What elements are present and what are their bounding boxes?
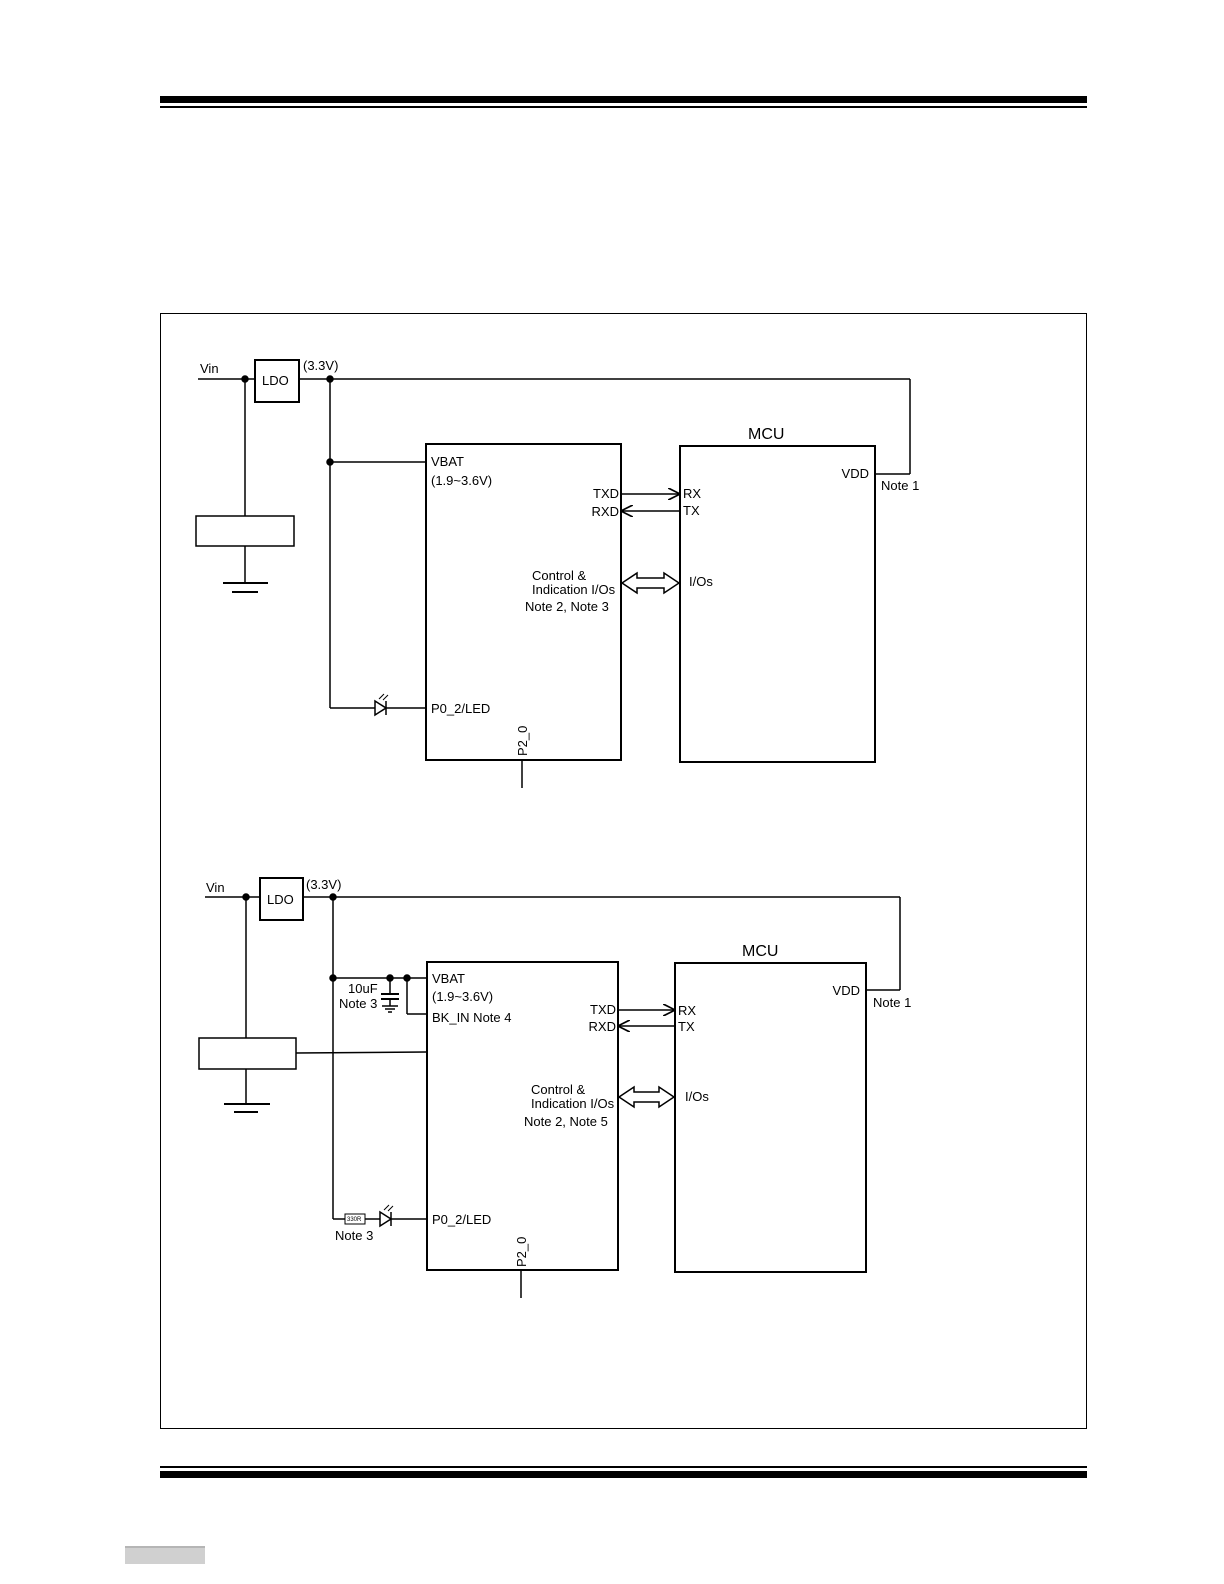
note1-label: Note 1	[881, 478, 919, 493]
vin-label: Vin	[200, 361, 219, 376]
mcu-label: MCU	[742, 943, 778, 960]
resistor-value-label: 330R	[347, 1217, 362, 1223]
txd-label: TXD	[593, 486, 619, 501]
txd-label: TXD	[590, 1002, 616, 1017]
led-ray	[384, 1205, 389, 1210]
ldo-label: LDO	[262, 373, 289, 388]
control-label: Control &	[531, 1082, 586, 1097]
power-source-block	[199, 1038, 296, 1069]
module-power-wire	[296, 1052, 426, 1053]
vdd-label: VDD	[842, 466, 869, 481]
ios-label: I/Os	[689, 574, 713, 589]
led-triangle	[380, 1212, 391, 1226]
vbat-label: VBAT	[431, 454, 464, 469]
p2-0-label: P2_0	[515, 726, 530, 756]
led-ray	[379, 694, 384, 699]
ios-label: I/Os	[685, 1089, 709, 1104]
capacitor-value-label: 10uF	[348, 981, 378, 996]
led-ray	[388, 1206, 393, 1211]
diagram-2-labels: Vin LDO (3.3V) MCU VBAT (1.9~3.6V) 10uF …	[206, 877, 911, 1267]
diagram-1-labels: Vin LDO (3.3V) MCU VBAT (1.9~3.6V) TXD R…	[200, 358, 919, 756]
io-bidirectional-arrow	[622, 573, 679, 593]
indication-label: Indication I/Os	[531, 1096, 615, 1111]
capacitor-note-label: Note 3	[339, 996, 377, 1011]
tx-label: TX	[678, 1019, 695, 1034]
led-triangle	[375, 701, 386, 715]
mcu-box	[675, 963, 866, 1272]
p0-2-led-label: P0_2/LED	[431, 701, 490, 716]
mcu-box	[680, 446, 875, 762]
io-bidirectional-arrow	[619, 1087, 674, 1107]
power-source-block	[196, 516, 294, 546]
tx-label: TX	[683, 503, 700, 518]
rx-label: RX	[678, 1003, 696, 1018]
voltage-label: (3.3V)	[306, 877, 341, 892]
control-label: Control &	[532, 568, 587, 583]
p0-2-led-label: P0_2/LED	[432, 1212, 491, 1227]
note1-label: Note 1	[873, 995, 911, 1010]
resistor-note-label: Note 3	[335, 1228, 373, 1243]
indication-label: Indication I/Os	[532, 582, 616, 597]
mcu-label: MCU	[748, 426, 784, 443]
notes-label: Note 2, Note 3	[525, 599, 609, 614]
notes-label: Note 2, Note 5	[524, 1114, 608, 1129]
rxd-label: RXD	[589, 1019, 616, 1034]
rxd-label: RXD	[592, 504, 619, 519]
bk-in-label: BK_IN Note 4	[432, 1010, 512, 1025]
footer-rule-thick	[160, 1471, 1087, 1478]
led-ray	[383, 695, 388, 700]
ldo-label: LDO	[267, 892, 294, 907]
vbat-label: VBAT	[432, 971, 465, 986]
footer-tab	[125, 1546, 205, 1564]
vbat-range-label: (1.9~3.6V)	[431, 473, 492, 488]
vdd-label: VDD	[833, 983, 860, 998]
footer-rule-thin	[160, 1466, 1087, 1468]
rx-label: RX	[683, 486, 701, 501]
vbat-range-label: (1.9~3.6V)	[432, 989, 493, 1004]
vin-label: Vin	[206, 880, 225, 895]
p2-0-label: P2_0	[514, 1237, 529, 1267]
voltage-label: (3.3V)	[303, 358, 338, 373]
